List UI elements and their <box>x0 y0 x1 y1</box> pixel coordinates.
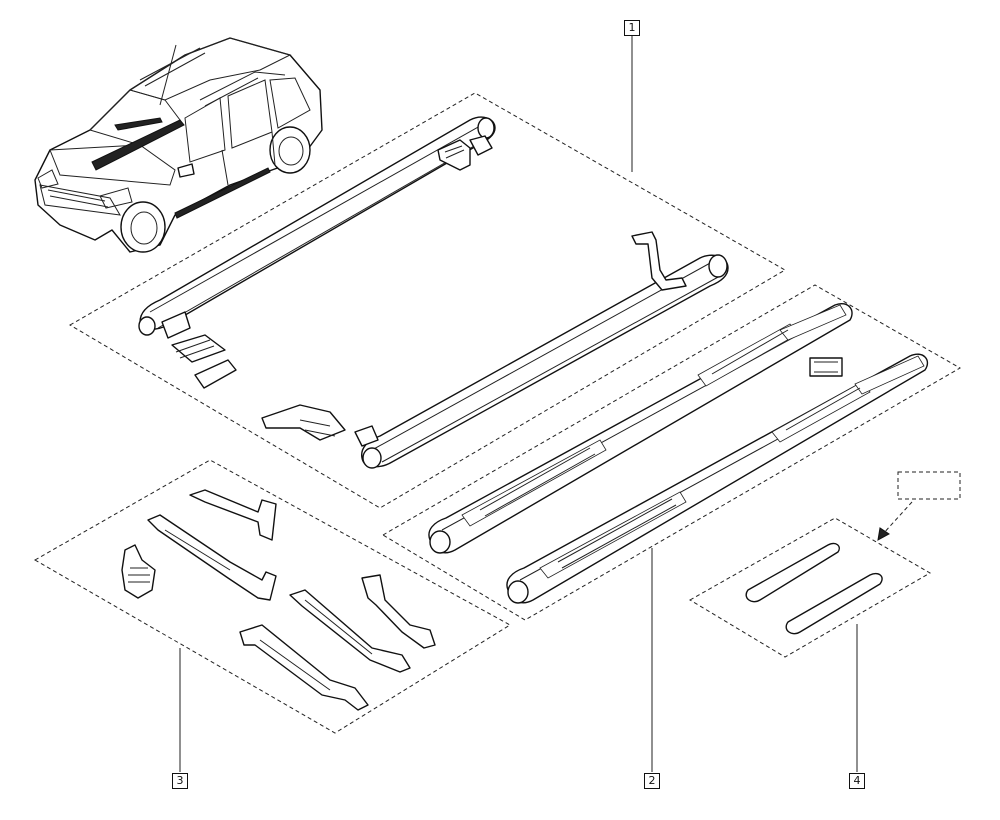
tube-bar-brackets <box>161 135 687 447</box>
group-4-reference-box <box>897 471 961 500</box>
tube-side-bar-upper <box>138 116 496 336</box>
mounting-brackets <box>121 489 436 711</box>
running-board-lower <box>506 353 929 604</box>
label-sticker <box>809 357 843 377</box>
group-4-frame <box>689 517 931 658</box>
callout-4: 4 <box>849 773 865 789</box>
group-4-arrow-line <box>881 501 913 536</box>
callout-1: 1 <box>624 20 640 36</box>
group-3-frame <box>33 459 511 734</box>
callout-3: 3 <box>172 773 188 789</box>
running-board-upper <box>428 303 853 554</box>
callout-2: 2 <box>644 773 660 789</box>
group-4-arrow-head <box>877 527 890 541</box>
group-2-frame <box>382 284 962 621</box>
group-1-frame <box>69 92 786 509</box>
sill-plates <box>745 542 883 635</box>
car-illustration <box>34 37 323 253</box>
